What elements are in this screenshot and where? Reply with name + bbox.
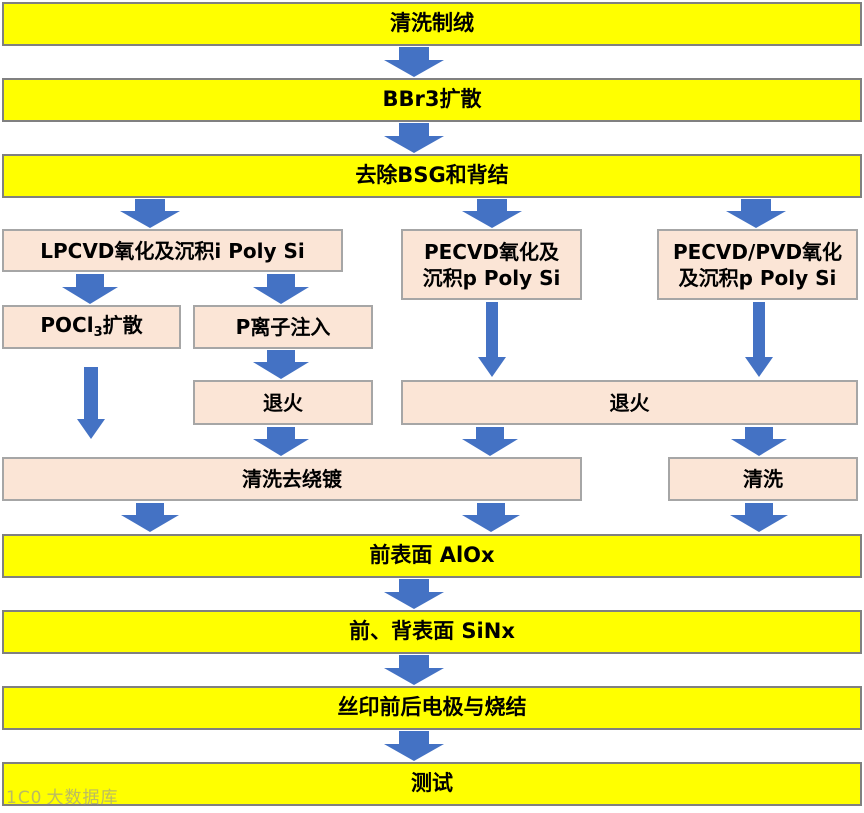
arrow-down-icon (384, 123, 444, 153)
arrow-down-icon (62, 274, 118, 304)
arrow-down-icon (384, 731, 444, 761)
step-clean-wrap: 清洗去绕镀 (2, 457, 582, 501)
step-front-aiox: 前表面 AlOx (2, 534, 862, 578)
step-sinx: 前、背表面 SiNx (2, 610, 862, 654)
arrow-down-icon (462, 199, 522, 228)
step-print-fire: 丝印前后电极与烧结 (2, 686, 862, 730)
pocl-sub: 3 (93, 325, 103, 341)
pocl-main: POCl (40, 313, 94, 338)
arrow-down-long-icon (77, 367, 105, 439)
arrow-down-icon (120, 199, 180, 228)
arrow-down-icon (253, 350, 309, 379)
pecvd-line1: PECVD氧化及 (423, 239, 560, 264)
arrow-down-icon (253, 427, 309, 456)
arrow-down-icon (121, 503, 179, 532)
pecvd-pvd-line2: 及沉积p Poly Si (678, 265, 837, 290)
step-anneal-left: 退火 (193, 380, 373, 425)
step-clean-texture: 清洗制绒 (2, 2, 862, 46)
arrow-down-icon (462, 427, 518, 456)
step-pocl3-diffusion: POCl3扩散 (2, 305, 181, 349)
arrow-down-icon (730, 503, 788, 532)
watermark-text: 大数据库 (46, 788, 119, 808)
arrow-down-icon (726, 199, 786, 228)
arrow-down-icon (731, 427, 787, 456)
pecvd-pvd-line1: PECVD/PVD氧化 (672, 239, 843, 264)
arrow-down-long-icon (745, 302, 773, 377)
step-test: 测试 (2, 762, 862, 806)
step-pecvd: PECVD氧化及 沉积p Poly Si (401, 229, 582, 300)
pocl-tail: 扩散 (102, 313, 143, 338)
arrow-down-icon (462, 503, 520, 532)
step-anneal-right: 退火 (401, 380, 858, 425)
watermark-logo: 1C0 (6, 788, 43, 808)
step-remove-bsg: 去除BSG和背结 (2, 154, 862, 198)
arrow-down-long-icon (478, 302, 506, 377)
arrow-down-icon (384, 47, 444, 77)
arrow-down-icon (253, 274, 309, 304)
arrow-down-icon (384, 655, 444, 685)
step-lpcvd: LPCVD氧化及沉积i Poly Si (2, 229, 343, 272)
step-bbr3-diffusion: BBr3扩散 (2, 78, 862, 122)
arrow-down-icon (384, 579, 444, 609)
step-pecvd-pvd: PECVD/PVD氧化 及沉积p Poly Si (657, 229, 858, 300)
pecvd-line2: 沉积p Poly Si (422, 265, 561, 290)
step-p-ion-implant: P离子注入 (193, 305, 373, 349)
step-clean-right: 清洗 (668, 457, 858, 501)
